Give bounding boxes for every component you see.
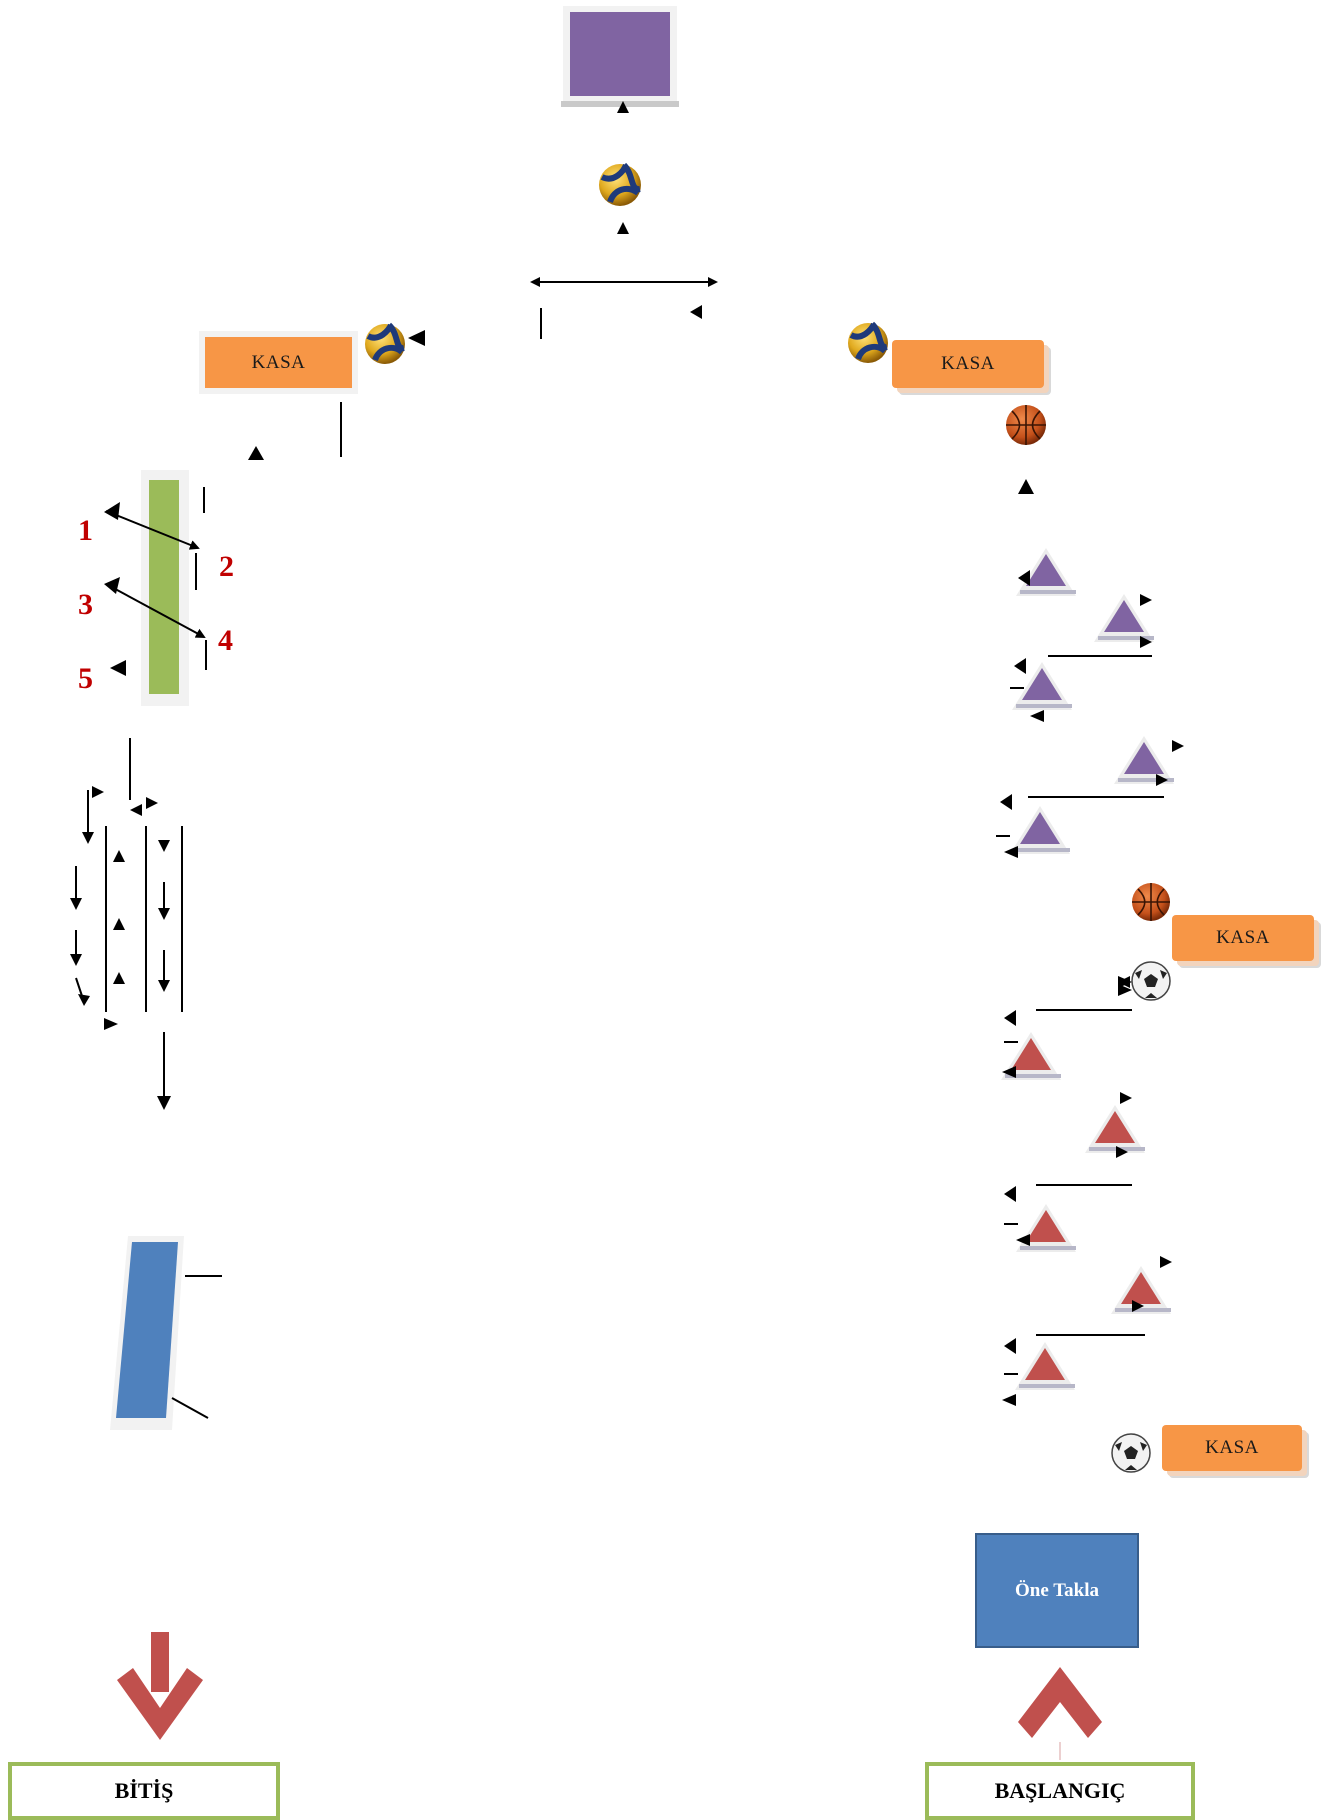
arrow-icon bbox=[690, 305, 702, 319]
arrow-icon bbox=[82, 832, 94, 844]
arrow-icon bbox=[104, 502, 120, 520]
zigzag-arrows bbox=[70, 786, 171, 1110]
arrow-icon bbox=[1030, 710, 1044, 722]
arrow-icon bbox=[1118, 976, 1132, 988]
arrow-icon bbox=[113, 850, 125, 862]
start-label: BAŞLANGIÇ bbox=[994, 1778, 1126, 1803]
finish-box: BİTİŞ bbox=[8, 1762, 280, 1820]
arrow-icon bbox=[1004, 846, 1018, 858]
volleyball-icon bbox=[599, 162, 641, 206]
finish-down-arrow bbox=[117, 1632, 203, 1740]
arrow-icon bbox=[1014, 658, 1026, 674]
step-number-3: 3 bbox=[78, 588, 93, 621]
right-side-arrows bbox=[996, 570, 1184, 1406]
basketball-icon bbox=[1132, 883, 1170, 921]
arrow-icon bbox=[617, 222, 629, 234]
arrow-icon bbox=[1116, 1146, 1128, 1158]
arrow-icon bbox=[1002, 1394, 1016, 1406]
cone-icon bbox=[1016, 1204, 1076, 1252]
cone-icon bbox=[1016, 548, 1076, 596]
start-up-arrow bbox=[1018, 1667, 1102, 1760]
arrow-icon bbox=[1004, 1338, 1016, 1354]
step-number-2: 2 bbox=[219, 550, 234, 583]
cone-icon bbox=[1085, 1105, 1145, 1153]
arrow-icon bbox=[1140, 594, 1152, 606]
arrow-icon bbox=[146, 797, 158, 809]
arrow-icon bbox=[78, 994, 90, 1006]
basketball-icon bbox=[1006, 405, 1046, 445]
cone-icon bbox=[1015, 1342, 1075, 1390]
cone-icon bbox=[1094, 594, 1154, 642]
arrow-icon bbox=[248, 446, 264, 460]
arrow-icon bbox=[70, 954, 82, 966]
forward-roll-box: Öne Takla bbox=[975, 1533, 1139, 1648]
arrow-icon bbox=[1120, 1092, 1132, 1104]
arrow-icon bbox=[158, 908, 170, 920]
diagonal-arrow bbox=[105, 583, 206, 638]
cone-icon bbox=[1012, 662, 1072, 710]
soccer-ball-icon bbox=[1131, 961, 1171, 1001]
kasa-label: KASA bbox=[941, 353, 995, 374]
arrow-icon bbox=[408, 330, 425, 346]
arrow-icon bbox=[158, 840, 170, 852]
step-number-5: 5 bbox=[78, 662, 93, 695]
arrow-icon bbox=[113, 972, 125, 984]
finish-label: BİTİŞ bbox=[114, 1778, 174, 1803]
cone-icon bbox=[1010, 806, 1070, 854]
volleyball-icon bbox=[365, 322, 405, 364]
arrow-icon bbox=[130, 804, 142, 816]
arrow-icon bbox=[158, 980, 170, 992]
purple-target-box bbox=[561, 6, 679, 107]
arrow-icon bbox=[1132, 1300, 1144, 1312]
step-number-4: 4 bbox=[218, 624, 233, 657]
cone-group bbox=[1001, 548, 1174, 1390]
kasa-label: KASA bbox=[1205, 1437, 1259, 1458]
arrow-icon bbox=[1156, 774, 1168, 786]
green-balance-beam bbox=[141, 470, 189, 706]
kasa-box-top-right: KASA bbox=[892, 340, 1044, 388]
arrow-icon bbox=[1118, 984, 1132, 996]
arrow-icon bbox=[113, 918, 125, 930]
arrow-icon bbox=[1016, 1234, 1030, 1246]
kasa-box-middle-right: KASA bbox=[1172, 915, 1314, 961]
kasa-box-top-left: KASA bbox=[199, 331, 358, 394]
kasa-label: KASA bbox=[1216, 927, 1270, 948]
arrow-icon bbox=[1018, 479, 1034, 494]
arrow-icon bbox=[157, 1096, 171, 1110]
arrow-icon bbox=[104, 577, 120, 594]
volleyball-icon bbox=[848, 321, 888, 363]
arrow-icon bbox=[92, 786, 104, 798]
arrow-icon bbox=[1004, 1186, 1016, 1202]
diagonal-arrow bbox=[105, 510, 200, 550]
arrow-icon bbox=[1140, 636, 1152, 648]
step-number-1: 1 bbox=[78, 514, 93, 547]
blue-slanted-beam bbox=[110, 1236, 184, 1430]
arrow-icon bbox=[1172, 740, 1184, 752]
arrow-icon bbox=[1018, 570, 1030, 586]
cone-icon bbox=[1114, 736, 1174, 784]
soccer-ball-icon bbox=[1111, 1433, 1151, 1473]
arrow-icon bbox=[1160, 1256, 1172, 1268]
arrow-icon bbox=[1002, 1066, 1016, 1078]
arrow-icon bbox=[104, 1018, 118, 1030]
cone-icon bbox=[1111, 1266, 1171, 1314]
start-box: BAŞLANGIÇ bbox=[925, 1762, 1195, 1820]
kasa-box-bottom-right: KASA bbox=[1162, 1425, 1302, 1471]
arrow-icon bbox=[110, 660, 126, 676]
forward-roll-label: Öne Takla bbox=[1015, 1579, 1099, 1601]
arrow-icon bbox=[1000, 794, 1012, 810]
arrow-icon bbox=[617, 101, 629, 113]
connector-line bbox=[171, 1397, 209, 1419]
arrow-icon bbox=[70, 898, 82, 910]
arrow-icon bbox=[1004, 1010, 1016, 1026]
kasa-label: KASA bbox=[251, 351, 306, 373]
